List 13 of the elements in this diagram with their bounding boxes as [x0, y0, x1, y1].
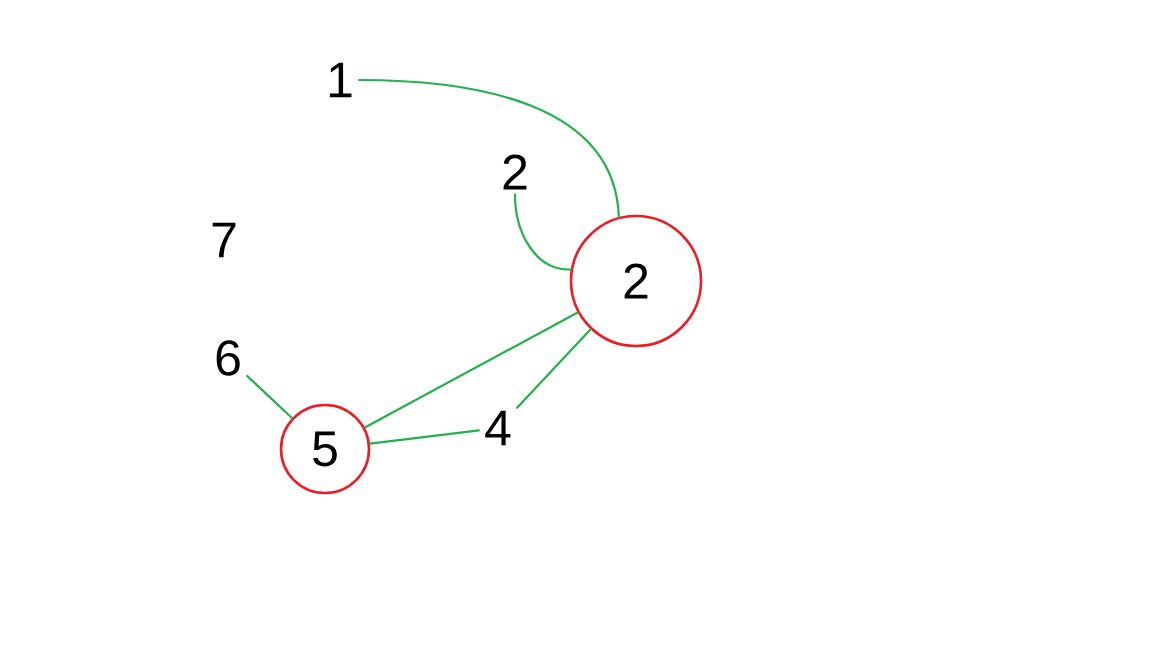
connector-line — [358, 78, 620, 219]
number-label: 4 — [485, 410, 511, 446]
circled-node: 5 — [279, 403, 371, 495]
number-label: 1 — [329, 62, 352, 98]
number-label: 7 — [212, 222, 236, 258]
connector-line — [513, 193, 572, 271]
number-label: 2 — [503, 154, 527, 190]
circled-node: 2 — [569, 214, 703, 348]
connector-line — [516, 328, 592, 409]
number-label: 6 — [216, 340, 240, 376]
connector-line — [368, 429, 480, 445]
connector-line — [246, 374, 294, 420]
connector-line — [363, 311, 579, 429]
